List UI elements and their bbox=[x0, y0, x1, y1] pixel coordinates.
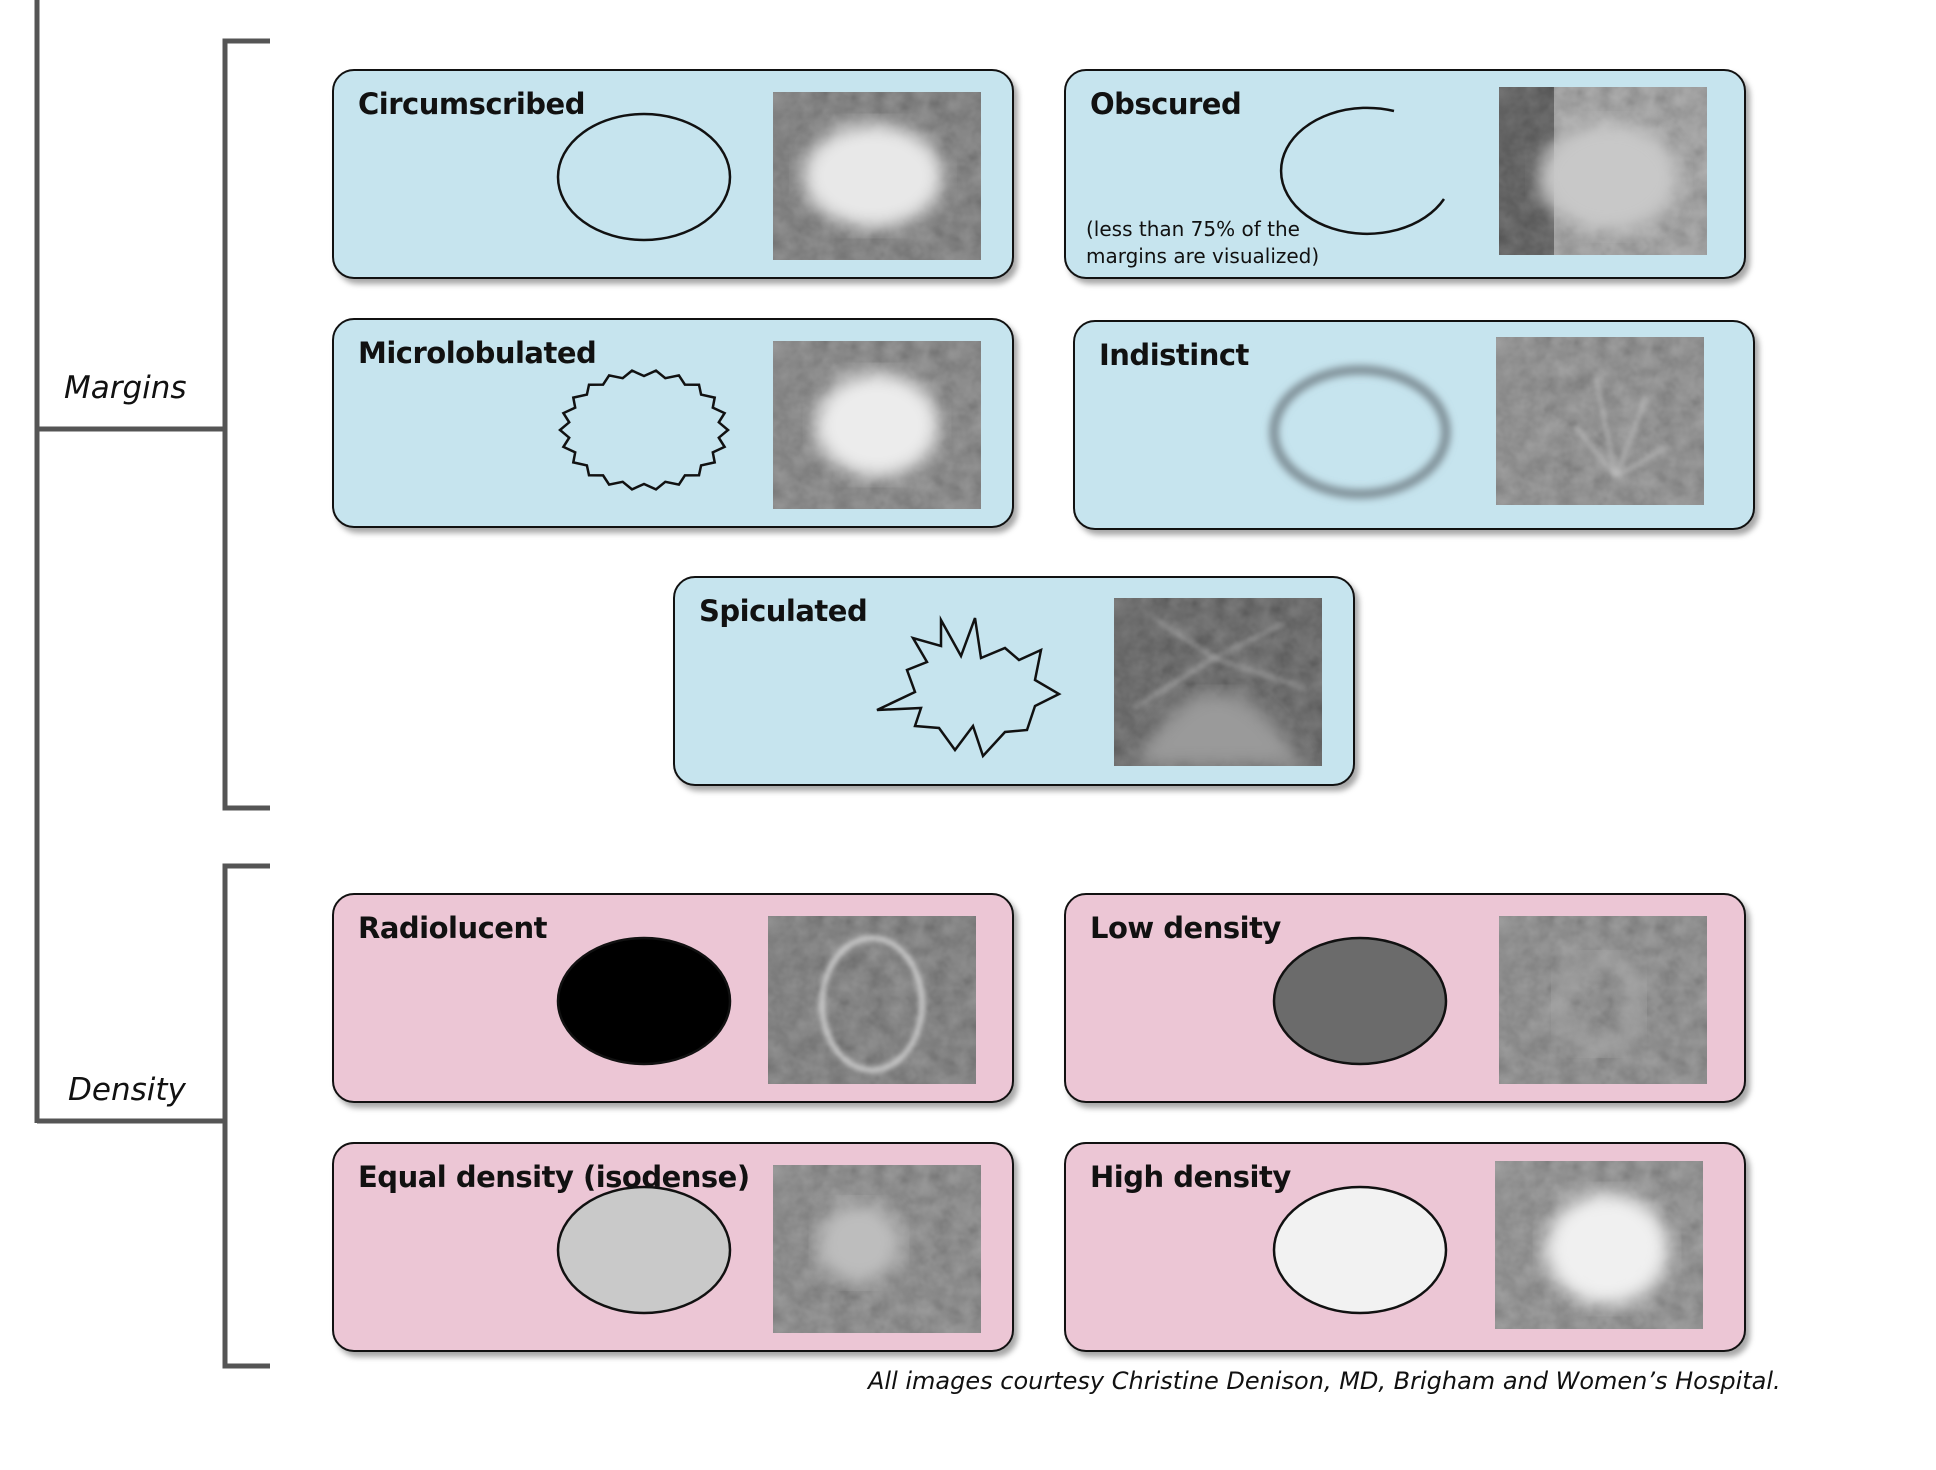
card-low-density: Low density bbox=[1064, 893, 1746, 1103]
image-credit: All images courtesy Christine Denison, M… bbox=[868, 1367, 1781, 1395]
card-high-density: High density bbox=[1064, 1142, 1746, 1352]
card-title: Indistinct bbox=[1099, 338, 1249, 372]
card-equal-density: Equal density (isodense) bbox=[332, 1142, 1014, 1352]
card-spiculated: Spiculated bbox=[673, 576, 1355, 786]
card-title: Spiculated bbox=[699, 594, 868, 628]
density-label: Density bbox=[68, 1072, 186, 1108]
card-radiolucent: Radiolucent bbox=[332, 893, 1014, 1103]
card-title: Equal density (isodense) bbox=[358, 1160, 750, 1194]
microlobulated-mammogram-image bbox=[773, 341, 981, 509]
spiculated-star-icon bbox=[876, 615, 1062, 759]
isodense-mammogram-image bbox=[773, 1165, 981, 1333]
indistinct-mammogram-image bbox=[1496, 337, 1704, 505]
card-title: Microlobulated bbox=[358, 336, 597, 370]
card-circumscribed: Circumscribed bbox=[332, 69, 1014, 279]
circumscribed-mammogram-image bbox=[773, 92, 981, 260]
radiolucent-mammogram-image bbox=[768, 916, 976, 1084]
card-title: Low density bbox=[1090, 911, 1281, 945]
obscured-mammogram-image bbox=[1499, 87, 1707, 255]
card-title: Circumscribed bbox=[358, 87, 585, 121]
high-density-ellipse-icon bbox=[1272, 1185, 1448, 1315]
spiculated-mammogram-image bbox=[1114, 598, 1322, 766]
high-density-mammogram-image bbox=[1495, 1161, 1703, 1329]
card-title: High density bbox=[1090, 1160, 1291, 1194]
circumscribed-ellipse-icon bbox=[556, 112, 732, 242]
margins-label: Margins bbox=[64, 370, 187, 406]
card-note: (less than 75% of the margins are visual… bbox=[1086, 217, 1320, 268]
card-obscured: Obscured (less than 75% of the margins a… bbox=[1064, 69, 1746, 279]
low-density-mammogram-image bbox=[1499, 916, 1707, 1084]
microlobulated-wavy-ellipse-icon bbox=[558, 369, 730, 491]
low-density-ellipse-icon bbox=[1272, 936, 1448, 1066]
card-title: Radiolucent bbox=[358, 911, 547, 945]
radiolucent-ellipse-icon bbox=[556, 936, 732, 1066]
equal-density-ellipse-icon bbox=[556, 1185, 732, 1315]
card-microlobulated: Microlobulated bbox=[332, 318, 1014, 528]
card-indistinct: Indistinct bbox=[1073, 320, 1755, 530]
obscured-partial-ellipse-icon bbox=[1279, 106, 1446, 236]
indistinct-blurred-ellipse-icon bbox=[1269, 365, 1451, 499]
card-title: Obscured bbox=[1090, 87, 1242, 121]
